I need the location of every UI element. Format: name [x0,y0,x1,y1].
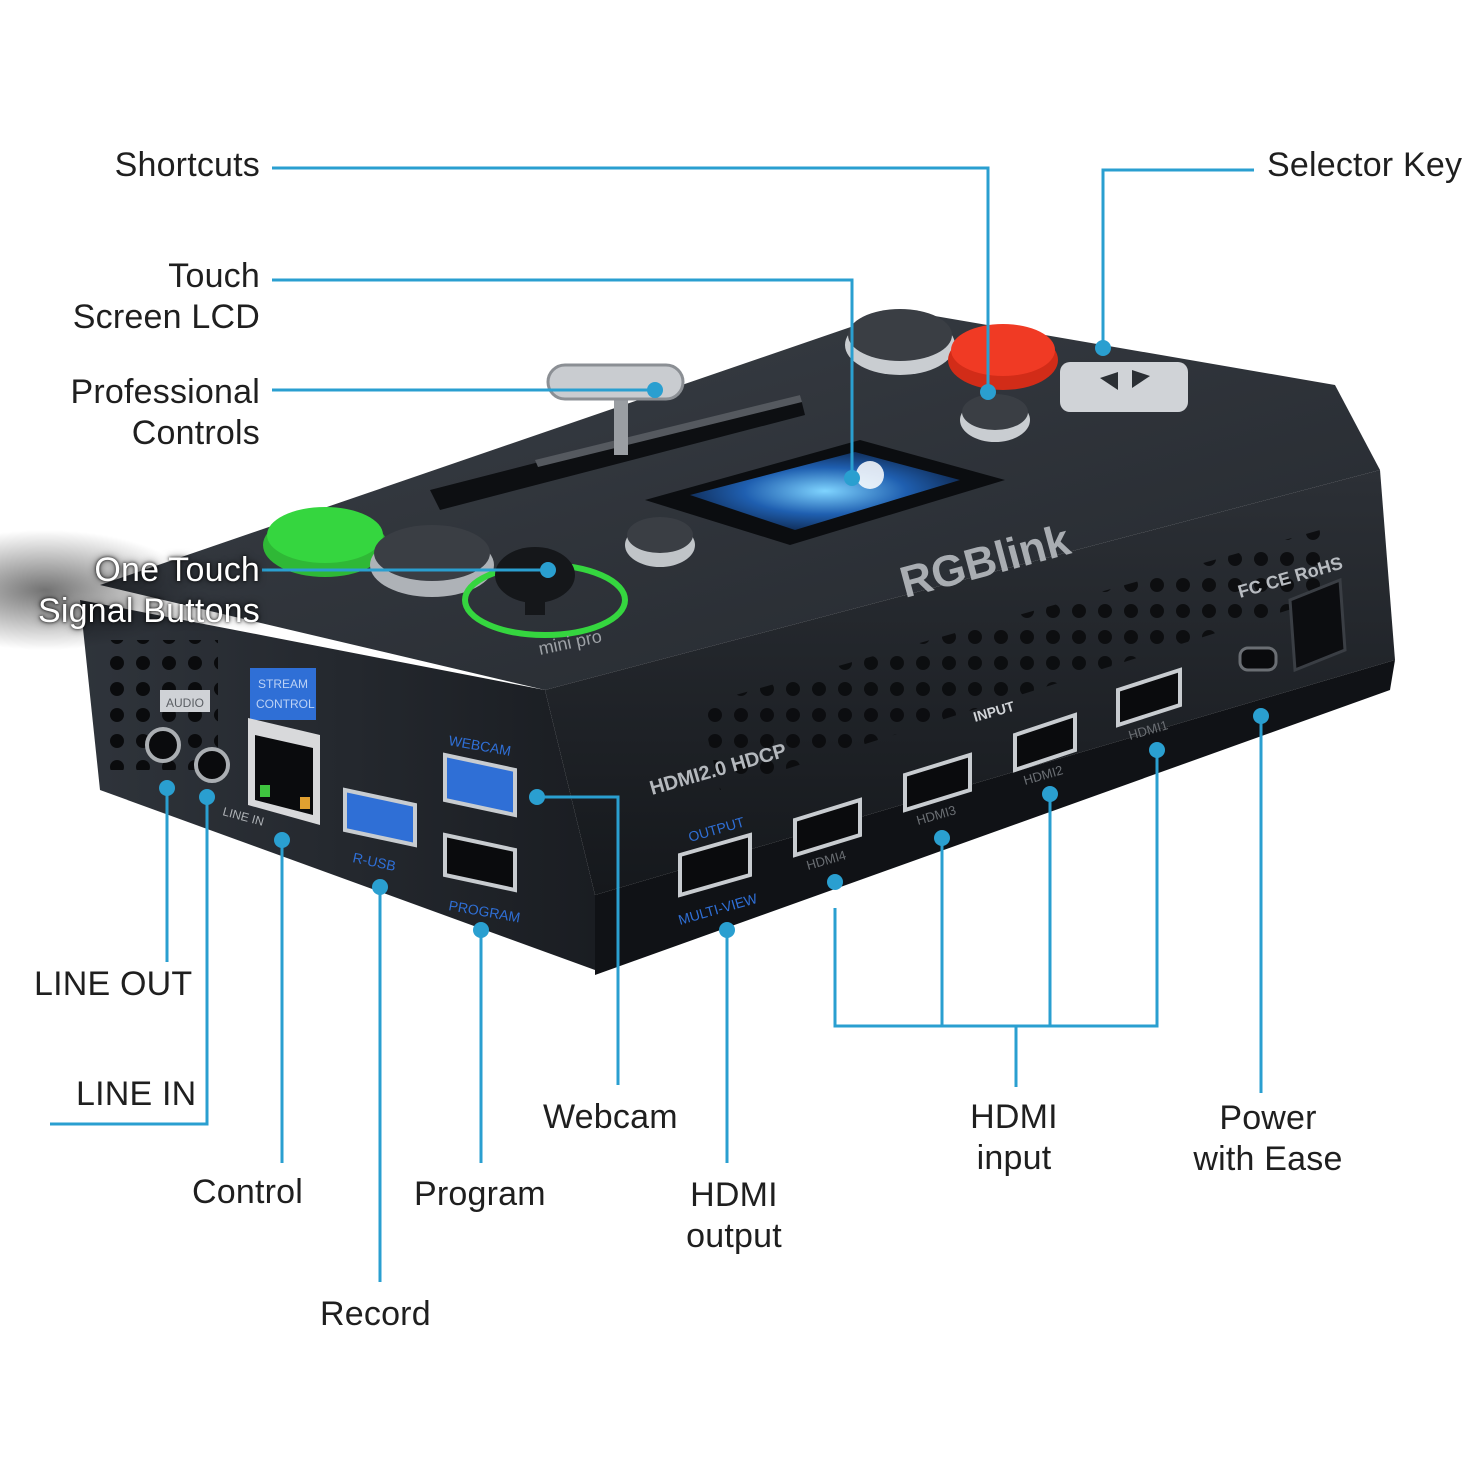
callout-hdmi-input-line2: input [976,1139,1052,1177]
line-line-in [50,797,209,1126]
callout-record: Record [320,1294,431,1335]
callout-webcam-line1: Webcam [543,1098,678,1136]
callout-touch-lcd-line1: Touch [168,257,260,295]
callout-hdmi-input: HDMI input [916,1097,1112,1179]
callout-power-line1: Power [1219,1099,1317,1137]
front-ports: AUDIO LINE IN STREAM CONTROL R-USB WEBCA… [145,668,522,926]
callout-program-line1: Program [414,1175,546,1213]
callout-shortcuts-line1: Shortcuts [114,146,260,184]
callout-control: Control [192,1172,303,1213]
line-hdmi-input [833,750,1159,1028]
callout-power-line2: with Ease [1193,1140,1343,1178]
callout-hdmi-output-line2: output [686,1217,782,1255]
callout-line-in: LINE IN [76,1074,196,1115]
callout-touch-lcd: Touch Screen LCD [0,256,260,338]
callout-selector-key-line1: Selector Key [1267,146,1463,184]
left-shadow [0,530,300,650]
callout-dots [159,340,1269,938]
line-selector-key [1101,168,1254,348]
callout-power: Power with Ease [1165,1098,1371,1180]
callout-pro-controls-line1: Professional [70,373,260,411]
line-webcam [537,795,620,1085]
callout-line-in-line1: LINE IN [76,1075,197,1113]
switcher-device: RGBlink mini pro FC CE RoHS AUDIO LINE I… [80,309,1395,975]
stream-control-label-1: STREAM [258,677,308,691]
power-switch [1238,577,1347,673]
line-touch-lcd [272,278,854,478]
callout-shortcuts: Shortcuts [0,145,260,186]
callout-hdmi-output-line1: HDMI [690,1176,778,1214]
audio-label: AUDIO [166,696,204,710]
callout-one-touch-line1: One Touch [94,551,260,589]
callout-record-line1: Record [320,1295,431,1333]
callout-touch-lcd-line2: Screen LCD [72,298,260,336]
shortcut-buttons [845,309,1188,442]
vent-grille [700,530,1320,790]
callout-line-out: LINE OUT [34,964,192,1005]
line-shortcuts [272,166,990,392]
callout-one-touch: One Touch Signal Buttons [0,550,260,632]
callout-hdmi-output: HDMI output [636,1175,832,1257]
callout-webcam: Webcam [543,1097,678,1138]
callout-program: Program [414,1174,546,1215]
callout-selector-key: Selector Key [1267,145,1462,186]
callout-pro-controls-line2: Controls [131,414,260,452]
stream-control-label-2: CONTROL [256,697,315,711]
device-bottom-edge [595,660,1395,975]
signal-buttons [263,507,695,638]
callout-one-touch-line2: Signal Buttons [37,592,260,630]
callout-lines [50,166,1263,1282]
callout-pro-controls: Professional Controls [0,372,260,454]
touch-screen-lcd [645,440,1005,545]
callout-line-out-line1: LINE OUT [34,965,193,1003]
callout-hdmi-input-line1: HDMI [970,1098,1058,1136]
callout-control-line1: Control [192,1173,304,1211]
